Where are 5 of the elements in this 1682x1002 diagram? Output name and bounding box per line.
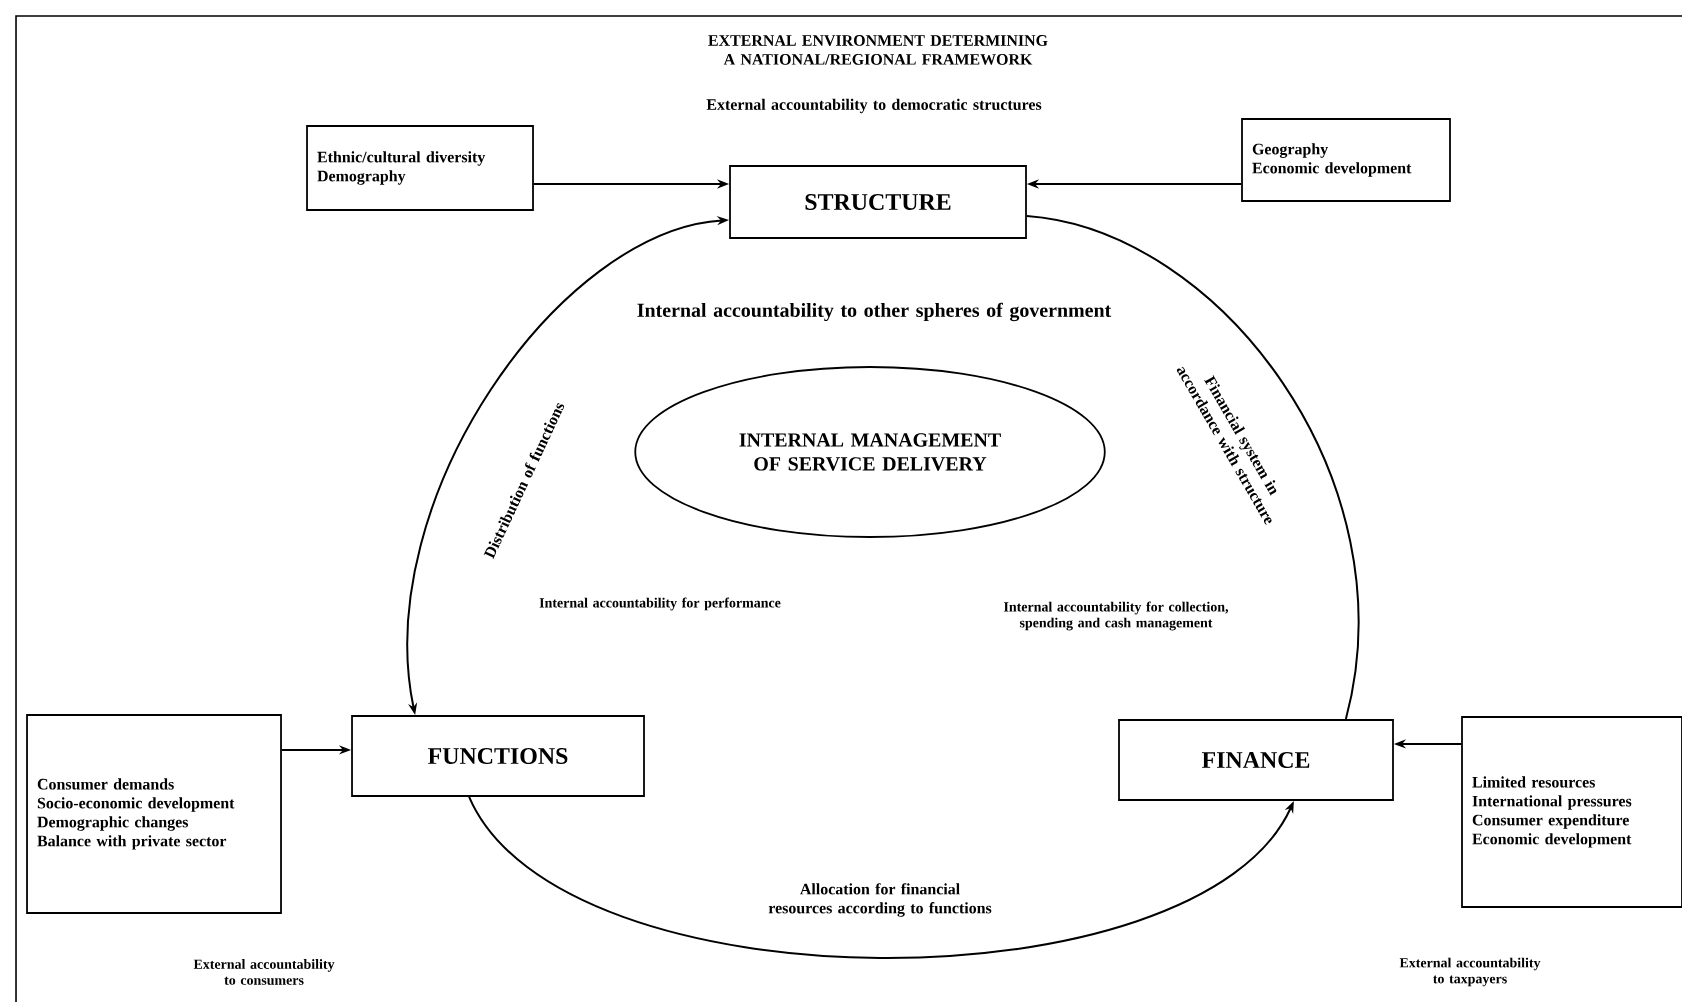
process-box: FINANCE: [1118, 719, 1394, 801]
arrow: [468, 795, 1294, 960]
note-text: Internal accountability to other spheres of government: [637, 302, 1112, 322]
process-box: FUNCTIONS: [351, 715, 645, 797]
process-box: STRUCTURE: [729, 165, 1027, 239]
